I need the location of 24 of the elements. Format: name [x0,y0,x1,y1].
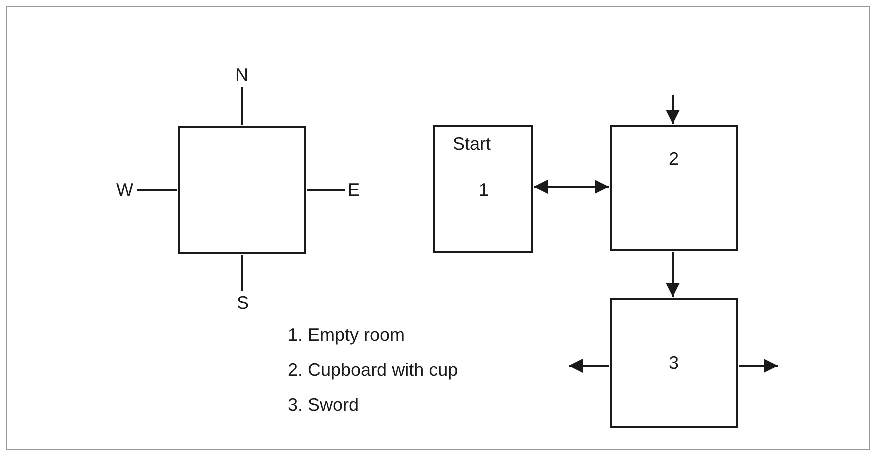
arrow [569,359,609,373]
compass-direction-letter: N [234,64,250,86]
connector-line [241,87,243,125]
arrow [666,252,680,297]
connector-line [241,255,243,291]
room-number: 2 [669,148,680,170]
legend-note: 3. Sword [288,394,360,416]
arrow [534,180,609,194]
legend-note: 2. Cupboard with cup [288,359,458,381]
arrow [666,95,680,124]
room-heading: Start [453,133,492,155]
room-number: 3 [669,352,680,374]
compass-direction-letter: W [114,179,136,201]
connector-line [137,189,177,191]
connector-line [307,189,345,191]
arrow [739,359,778,373]
compass-direction-letter: E [346,179,362,201]
room-number: 1 [479,179,490,201]
compass-square [178,126,306,254]
compass-direction-letter: S [235,292,251,314]
room-box [610,125,738,251]
legend-note: 1. Empty room [288,324,406,346]
room-box [433,125,533,253]
room-box [610,298,738,428]
